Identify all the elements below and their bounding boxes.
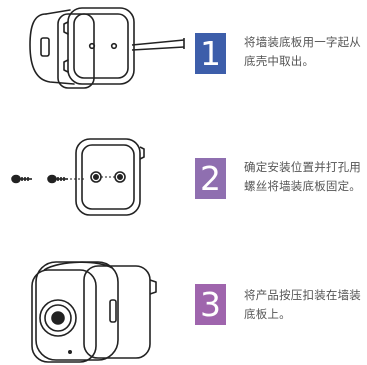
attach-camera-illustration xyxy=(31,261,157,363)
step-number-badge: 1 xyxy=(195,33,226,74)
step-instruction: 将墙装底板用一字起从底壳中取出。 xyxy=(244,33,366,71)
step-2: 2 确定安装位置并打孔用螺丝将墙装底板固定。 xyxy=(0,125,367,235)
remove-mount-plate-illustration xyxy=(29,7,185,89)
step-text: 确定安装位置并打孔用螺丝将墙装底板固定。 xyxy=(244,160,361,193)
step-instruction: 确定安装位置并打孔用螺丝将墙装底板固定。 xyxy=(244,158,366,196)
step-text: 将产品按压扣装在墙装底板上。 xyxy=(244,288,361,321)
step-number: 1 xyxy=(200,34,221,73)
step-instruction: 将产品按压扣装在墙装底板上。 xyxy=(244,286,366,324)
step-number-badge: 3 xyxy=(195,284,226,325)
step-number-badge: 2 xyxy=(195,158,226,199)
step-3: 3 将产品按压扣装在墙装底板上。 xyxy=(0,240,367,365)
step-text: 将墙装底板用一字起从底壳中取出。 xyxy=(244,35,361,68)
step-number: 3 xyxy=(200,285,221,324)
step-number: 2 xyxy=(200,159,221,198)
step-1: 1 将墙装底板用一字起从底壳中取出。 xyxy=(0,0,367,120)
install-mount-plate-illustration xyxy=(11,138,145,216)
